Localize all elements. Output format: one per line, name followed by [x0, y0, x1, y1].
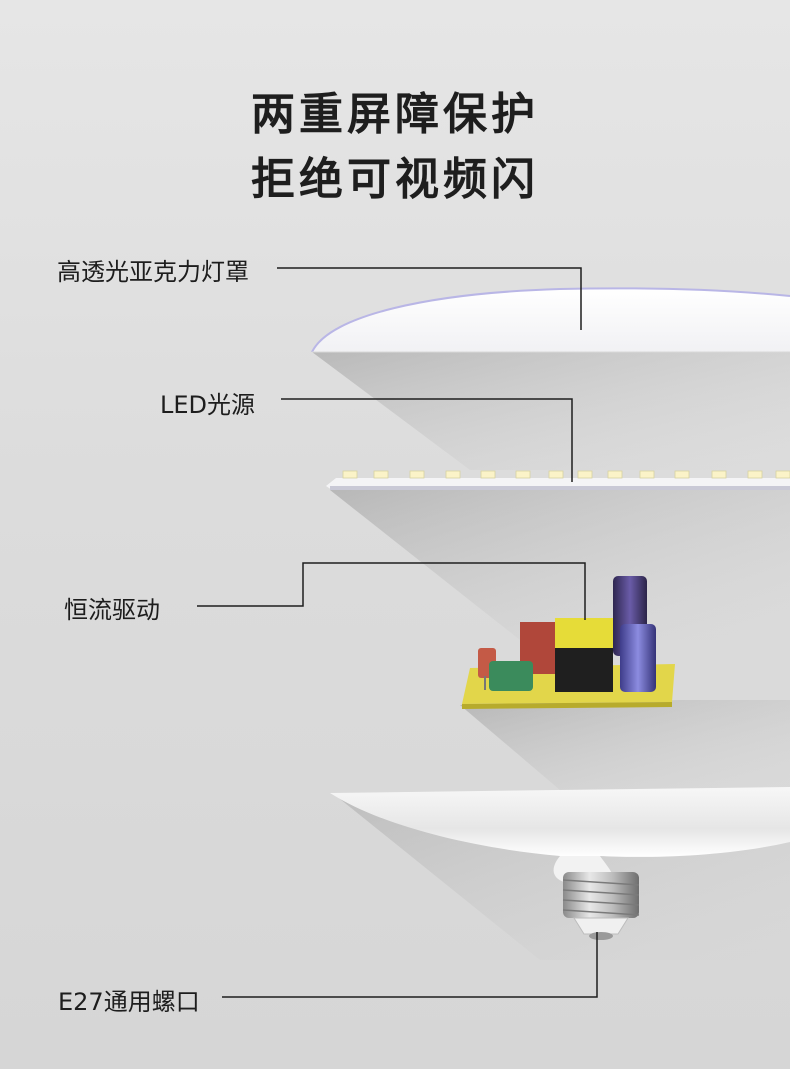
- callout-led-light-source: LED光源: [160, 391, 256, 419]
- driver-board: [462, 576, 675, 709]
- callout-e27-base: E27通用螺口: [58, 988, 200, 1016]
- acrylic-cover: [311, 287, 790, 353]
- leader-lines: [197, 267, 598, 998]
- leader-line-driver: [197, 562, 586, 620]
- led-board: [326, 470, 790, 490]
- heading-line-2: 拒绝可视频闪: [251, 154, 539, 205]
- leader-line-led: [281, 398, 573, 482]
- e27-screw: [562, 872, 640, 940]
- led-chips: [342, 470, 790, 479]
- led-shadow: [330, 490, 790, 640]
- callout-constant-current-driver: 恒流驱动: [64, 596, 160, 624]
- cover-shadow: [312, 352, 790, 470]
- callout-acrylic-cover: 高透光亚克力灯罩: [57, 258, 249, 286]
- leader-line-base: [222, 932, 598, 998]
- heading-line-1: 两重屏障保护: [251, 89, 539, 140]
- leader-line-cover: [277, 267, 582, 330]
- driver-shadow: [460, 700, 790, 790]
